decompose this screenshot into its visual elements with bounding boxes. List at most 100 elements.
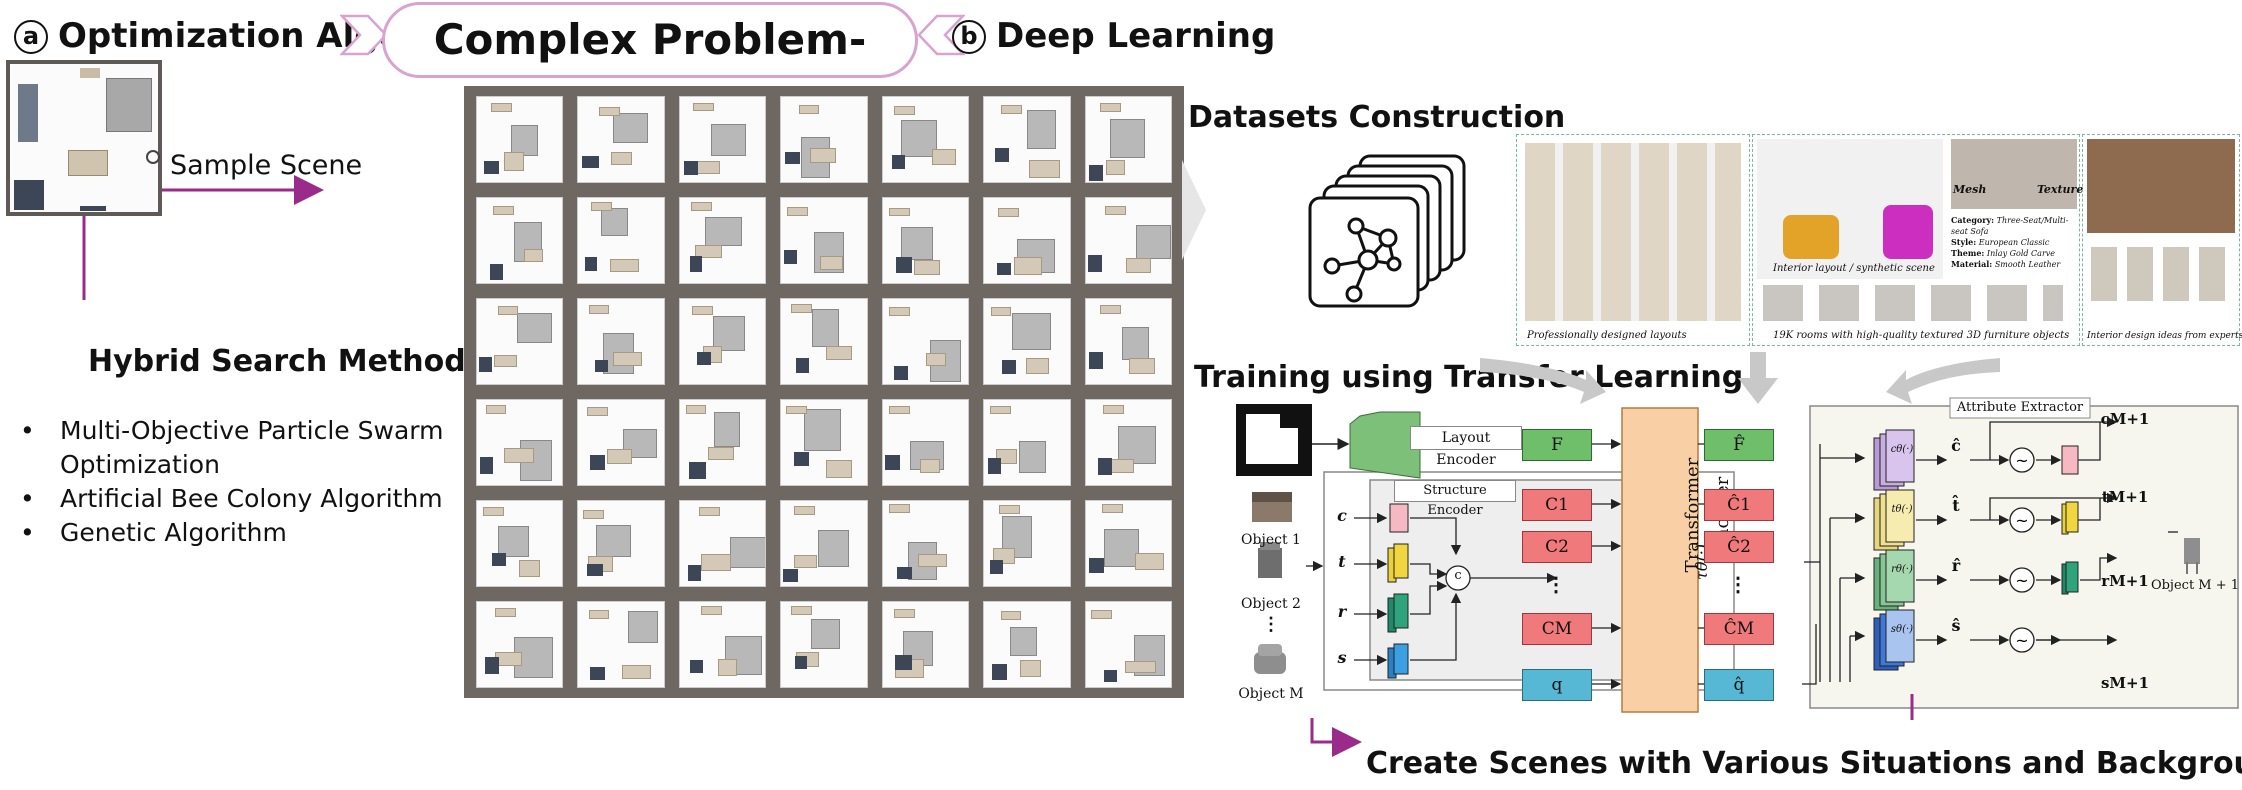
floor-plan-cell [577, 399, 665, 486]
floor-plan-cell [780, 197, 868, 284]
floor-plan-cell [983, 197, 1071, 284]
training-label: Training using Transfer Learning [1194, 360, 1744, 395]
floor-plan-cell [881, 399, 970, 486]
out-r-label: rM+1 [2101, 572, 2149, 590]
floor-plan-cell [983, 500, 1071, 587]
floor-plan-cell [678, 399, 767, 486]
func-r-label: rθ(·) [1891, 564, 1913, 575]
out-t-label: tM+1 [2101, 488, 2149, 506]
floor-plan-cell [476, 298, 564, 385]
floor-plan-cell [678, 197, 767, 284]
out-c-label: cM+1 [2100, 410, 2150, 428]
c2-hat-vector: Ĉ2 [1704, 531, 1774, 563]
c-hat-ellipsis: ⋮ [1728, 572, 1748, 596]
page-title: Complex Problem-Solving Method [382, 2, 918, 134]
left-arrows [82, 175, 324, 300]
concat-label: c [1454, 568, 1462, 583]
sample-scene-label: Sample Scene [170, 150, 363, 181]
svg-text:~: ~ [2015, 511, 2028, 530]
floor-plan-cell [780, 96, 868, 183]
hybrid-search-label: Hybrid Search Method [88, 344, 466, 379]
dataset-stack-icon [1308, 154, 1466, 308]
object-2-label: Object 2 [1241, 596, 1301, 612]
floor-plan-cell [476, 500, 564, 587]
f-hat-vector: F̂ [1704, 429, 1774, 461]
floor-plan-cell [1084, 399, 1172, 486]
floor-plan-cell [881, 601, 970, 688]
func-s-label: sθ(·) [1890, 624, 1914, 635]
object-m-label: Object M [1238, 686, 1304, 702]
floor-plan-cell [1084, 601, 1172, 688]
attr-r-label: r [1337, 602, 1347, 621]
floor-plan-cell [577, 197, 665, 284]
cm-vector: CM [1522, 613, 1592, 645]
floor-plan-cell [678, 601, 767, 688]
hat-s-label: ŝ [1951, 616, 1961, 635]
f-vector: F [1522, 429, 1592, 461]
svg-text:~: ~ [2015, 571, 2028, 590]
algorithm-item: Multi-Objective Particle Swarm Optimizat… [20, 414, 460, 482]
floor-plan-cell [780, 601, 868, 688]
hat-r-label: r̂ [1951, 556, 1961, 575]
floor-plan-cell [1084, 96, 1172, 183]
object-1-label: Object 1 [1241, 532, 1301, 548]
floor-plan-cell [577, 96, 665, 183]
out-s-label: sM+1 [2100, 674, 2150, 692]
floor-plan-cell [780, 500, 868, 587]
floor-plan-grid [464, 86, 1184, 698]
floor-plan-cell [476, 96, 564, 183]
floor-plan-cell [678, 96, 767, 183]
floor-plan-cell [780, 298, 868, 385]
floor-plan-cell [881, 197, 970, 284]
floor-plan-cell [983, 399, 1071, 486]
floor-plan-cell [983, 298, 1071, 385]
floor-plan-cell [577, 298, 665, 385]
func-t-label: tθ(·) [1891, 504, 1913, 515]
algorithm-item: Genetic Algorithm [20, 516, 460, 550]
c-ellipsis: ⋮ [1546, 572, 1566, 596]
sample-room-image [6, 60, 162, 216]
floor-plan-cell [881, 500, 970, 587]
create-arrow [1310, 718, 1362, 757]
q-vector: q [1522, 669, 1592, 701]
func-c-label: cθ(·) [1890, 444, 1914, 455]
floor-plan-cell [678, 500, 767, 587]
floor-plan-cell [1084, 298, 1172, 385]
attr-c-label: c [1337, 506, 1347, 525]
floor-plan-cell [1084, 500, 1172, 587]
floor-plan-cell [476, 197, 564, 284]
layouts-thumb: Professionally designed layouts [1516, 134, 1750, 346]
floor-plan-cell [881, 298, 970, 385]
marker-b: b [952, 20, 986, 54]
floor-plan-cell [1084, 197, 1172, 284]
cm-hat-vector: ĈM [1704, 613, 1774, 645]
floor-plan-cell [577, 500, 665, 587]
floor-plan-cell [678, 298, 767, 385]
floor-plan-cell [577, 601, 665, 688]
layout-encoder-label: Layout Encoder [1410, 426, 1522, 468]
floor-plan-cell [476, 399, 564, 486]
floor-plan-cell [881, 96, 970, 183]
chevron-right-icon [340, 14, 388, 56]
hat-t-label: t̂ [1952, 496, 1960, 515]
grid-arrow [1182, 160, 1206, 260]
floor-plan-cell [983, 601, 1071, 688]
attr-t-label: t [1338, 552, 1346, 571]
datasets-label: Datasets Construction [1188, 100, 1566, 135]
structure-encoder-label: Structure Encoder [1394, 480, 1516, 518]
c1-vector: C1 [1522, 489, 1592, 521]
expert-thumb: Interior design ideas from experts [2082, 134, 2242, 346]
svg-text:~: ~ [2015, 451, 2028, 470]
floor-plan-cell [476, 601, 564, 688]
chevron-left-icon [917, 14, 965, 56]
architecture-diagram: ~~~~ [1236, 352, 2239, 720]
hat-c-label: ĉ [1951, 436, 1961, 455]
algorithm-item: Artificial Bee Colony Algorithm [20, 482, 460, 516]
object-out-label: Object M + 1 [2150, 578, 2240, 593]
algorithm-list: Multi-Objective Particle Swarm Optimizat… [20, 414, 460, 550]
c1-hat-vector: Ĉ1 [1704, 489, 1774, 521]
create-scenes-label: Create Scenes with Various Situations an… [1366, 746, 2242, 781]
furniture-thumb: Interior layout / synthetic scene Mesh T… [1752, 134, 2083, 346]
dataset-thumbnails: Professionally designed layouts Interior… [1516, 134, 2242, 346]
